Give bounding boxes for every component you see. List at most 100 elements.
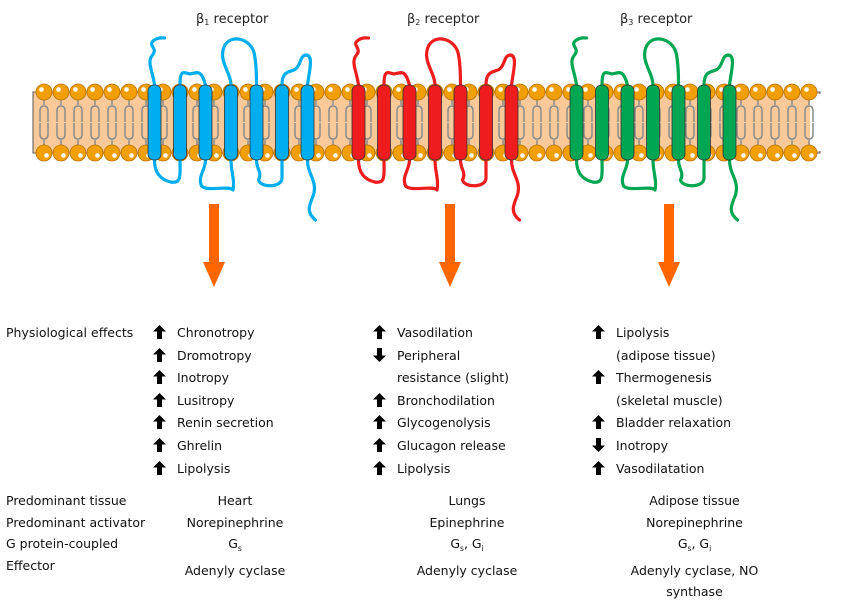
lipid-tail bbox=[328, 105, 338, 122]
intracellular-loop bbox=[254, 158, 284, 188]
beta2-receptor-title: β2 receptor bbox=[407, 12, 479, 27]
arrow-up-icon bbox=[153, 322, 177, 345]
lipid-head bbox=[120, 83, 138, 101]
g-protein-value: Gs, Gi bbox=[450, 536, 484, 553]
effector-line: synthase bbox=[666, 584, 723, 599]
effect-text: Glycogenolysis bbox=[397, 415, 491, 431]
lipid-tail bbox=[634, 105, 644, 122]
transmembrane-helix bbox=[147, 84, 162, 161]
transmembrane-helix bbox=[453, 84, 468, 161]
lipid-tail bbox=[107, 123, 117, 140]
lipid-head bbox=[528, 144, 546, 162]
transmembrane-helix bbox=[173, 84, 187, 161]
extracellular-loop bbox=[600, 71, 630, 87]
beta-symbol: β bbox=[196, 12, 205, 27]
phospholipid bbox=[783, 83, 801, 162]
g-protein-item: Gs bbox=[450, 536, 464, 553]
arrow-up-icon bbox=[592, 367, 616, 390]
effect-item: Vasodilation bbox=[373, 322, 509, 345]
intracellular-loop bbox=[356, 158, 386, 184]
intracellular-loop bbox=[458, 158, 488, 188]
transmembrane-helix bbox=[377, 84, 391, 161]
lipid-tail bbox=[90, 105, 100, 122]
transmembrane-helix bbox=[595, 84, 609, 161]
arrow-up-icon bbox=[373, 412, 397, 435]
effect-text: Bronchodilation bbox=[397, 392, 495, 408]
arrow-up-icon bbox=[592, 458, 616, 481]
lipid-tail bbox=[90, 123, 100, 140]
lipid-tail bbox=[328, 123, 338, 140]
lipid-tail bbox=[39, 123, 49, 140]
beta3-receptor bbox=[569, 36, 740, 222]
effect-item: (adipose tissue) bbox=[592, 345, 731, 368]
lipid-tail bbox=[736, 105, 746, 122]
phospholipid bbox=[630, 83, 648, 162]
beta3-effects-list: Lipolysis(adipose tissue)Thermogenesis(s… bbox=[592, 322, 731, 480]
predominant-activator-value: Norepinephrine bbox=[186, 514, 284, 530]
lipid-head bbox=[52, 144, 70, 162]
effect-item: Lipolysis bbox=[592, 322, 731, 345]
lipid-head bbox=[103, 144, 121, 162]
g-protein-value: Gs, Gi bbox=[677, 536, 712, 553]
lipid-head bbox=[103, 83, 121, 101]
transmembrane-helix bbox=[249, 84, 264, 161]
arrow-up-icon bbox=[373, 435, 397, 458]
c-terminus bbox=[727, 158, 740, 222]
intracellular-loop bbox=[620, 158, 658, 192]
phospholipid bbox=[324, 83, 342, 162]
intracellular-loop bbox=[574, 158, 604, 184]
lipid-head bbox=[545, 83, 563, 101]
membrane-bilayer bbox=[32, 91, 821, 154]
arrow-up-icon bbox=[592, 322, 616, 345]
lipid-tail bbox=[634, 123, 644, 140]
transmembrane-helix bbox=[722, 84, 737, 161]
lipid-tail bbox=[56, 105, 66, 122]
lipid-head bbox=[35, 144, 53, 162]
beta-symbol: β bbox=[407, 12, 416, 27]
lipid-head bbox=[766, 83, 784, 101]
row-label-predominant-tissue: Predominant tissue bbox=[6, 493, 127, 508]
effect-item: Vasodilatation bbox=[592, 458, 731, 481]
arrow-up-icon bbox=[153, 367, 177, 390]
arrow-up-icon bbox=[153, 435, 177, 458]
effect-text: resistance (slight) bbox=[397, 370, 510, 386]
membrane-diagram bbox=[32, 36, 822, 287]
predominant-tissue-value: Heart bbox=[217, 493, 253, 508]
phospholipid bbox=[86, 83, 104, 162]
receptor-subscript: 2 bbox=[415, 18, 421, 27]
lipid-head bbox=[324, 83, 342, 101]
lipid-tail bbox=[685, 105, 695, 122]
transmembrane-helix bbox=[351, 84, 366, 161]
effect-item: (skeletal muscle) bbox=[592, 390, 731, 413]
extracellular-loop bbox=[178, 71, 208, 87]
lipid-tail bbox=[73, 105, 83, 122]
effect-item: Glucagon release bbox=[373, 435, 509, 458]
effect-item: Dromotropy bbox=[153, 345, 274, 368]
arrow-up-icon bbox=[153, 390, 177, 413]
receptor-subscript: 3 bbox=[628, 18, 634, 27]
row-label-g-protein-coupled: G protein-coupled bbox=[6, 536, 119, 551]
lipid-tail bbox=[804, 105, 814, 122]
arrow-up-icon bbox=[373, 390, 397, 413]
effect-text: Lipolysis bbox=[177, 460, 231, 476]
lipid-tail bbox=[736, 123, 746, 140]
phospholipid bbox=[103, 83, 121, 162]
lipid-head bbox=[800, 83, 818, 101]
effect-item: Lusitropy bbox=[153, 390, 274, 413]
lipid-head bbox=[86, 83, 104, 101]
row-label-effector: Effector bbox=[6, 557, 55, 573]
g-protein-item: Gs bbox=[228, 536, 242, 553]
effect-text: Inotropy bbox=[177, 370, 230, 386]
transmembrane-helix bbox=[697, 84, 711, 161]
transmembrane-helix bbox=[300, 84, 315, 161]
effector-value: Adenyly cyclase bbox=[392, 560, 542, 582]
lipid-tail bbox=[583, 105, 593, 122]
lipid-tail bbox=[107, 105, 117, 122]
arrow-up-icon bbox=[153, 412, 177, 435]
intracellular-loop bbox=[676, 158, 706, 188]
effect-text: Inotropy bbox=[616, 437, 669, 453]
effect-item: Chronotropy bbox=[153, 322, 274, 345]
arrow-up-icon bbox=[592, 412, 616, 435]
intracellular-loop bbox=[152, 158, 182, 184]
extracellular-loop bbox=[484, 53, 517, 87]
